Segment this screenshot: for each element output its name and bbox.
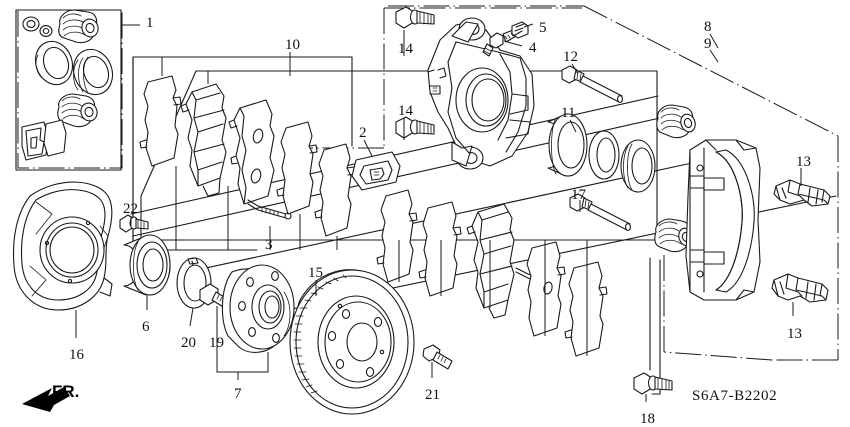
pad-shim-clip [351,151,401,191]
brake-disc [289,269,415,415]
front-hub [221,264,295,353]
caliper-bolt-upper [395,6,435,29]
callout-14-lower: 14 [398,103,413,119]
callout-13-upper: 13 [796,154,811,170]
pad-clips [21,119,67,161]
piston-seal-a [34,40,74,86]
caliper-piston [547,113,588,177]
disc-vanes [293,274,347,394]
fr-arrow [22,387,70,412]
group-boundary-bracket [651,259,661,395]
callout-10: 10 [285,37,300,53]
callout-18: 18 [640,411,655,427]
callout-19: 19 [209,335,224,351]
callout-16: 16 [69,347,84,363]
callout-7: 7 [234,386,242,402]
pad-retainer-upper [773,179,831,207]
callout-15: 15 [308,265,323,281]
callout-13-lower: 13 [787,326,802,342]
piston-seal-ring-1 [588,130,620,180]
bleeder-screw [482,29,517,57]
leader-lines [75,23,802,402]
callout-1: 1 [146,15,154,31]
callout-22: 22 [123,201,138,217]
disc-set-screw [422,344,453,370]
splash-guard [13,181,113,311]
piston-seal-b [72,48,114,96]
callout-6: 6 [142,319,150,335]
wheel-bearing [123,234,171,296]
callout-8: 8 [704,19,712,35]
caliper-bolt-lower [395,116,435,139]
callout-2: 2 [359,125,367,141]
callout-4: 4 [529,40,537,56]
diagram-code: S6A7-B2202 [692,388,778,404]
caliper-bracket [685,139,761,301]
callout-21: 21 [425,387,440,403]
callout-17: 17 [571,187,586,203]
callout-9: 9 [704,36,712,52]
guide-pin-upper [561,65,623,103]
seal-kit-box [15,9,122,171]
callout-12: 12 [563,49,578,65]
fr-direction-label: FR. [52,382,80,401]
pad-shim-group-outline [140,70,658,243]
brake-pad-b [228,99,292,220]
callout-14-upper: 14 [398,41,413,57]
splash-guard-bolt [119,214,149,233]
pad-retainer-lower [771,273,829,303]
piston-seal-ring-2 [620,139,656,193]
pin-boot-a [58,9,99,44]
group-tick-marks [161,57,588,356]
caliper-body [427,17,535,170]
seal-kit-parts [21,9,114,161]
pad-and-shim-set [139,75,356,237]
brake-pad-a [180,83,227,197]
pad-shim-subbox [649,257,651,371]
pin-boot-b [57,93,98,128]
callout-3: 3 [265,237,273,253]
bleeder-cap [511,21,529,39]
group-boundary-caliper-assembly [388,5,839,361]
pin-boot-upper-right [656,104,696,139]
callout-5: 5 [539,20,547,36]
bracket-mounting-bolt [633,372,673,395]
group-boundary-seal-kit [17,9,123,169]
guide-pin-lower [569,193,631,231]
callout-20: 20 [181,335,196,351]
pad-set-rear-row [376,189,608,357]
callout-11: 11 [561,105,576,121]
pin-boot-lower-right [654,218,694,253]
